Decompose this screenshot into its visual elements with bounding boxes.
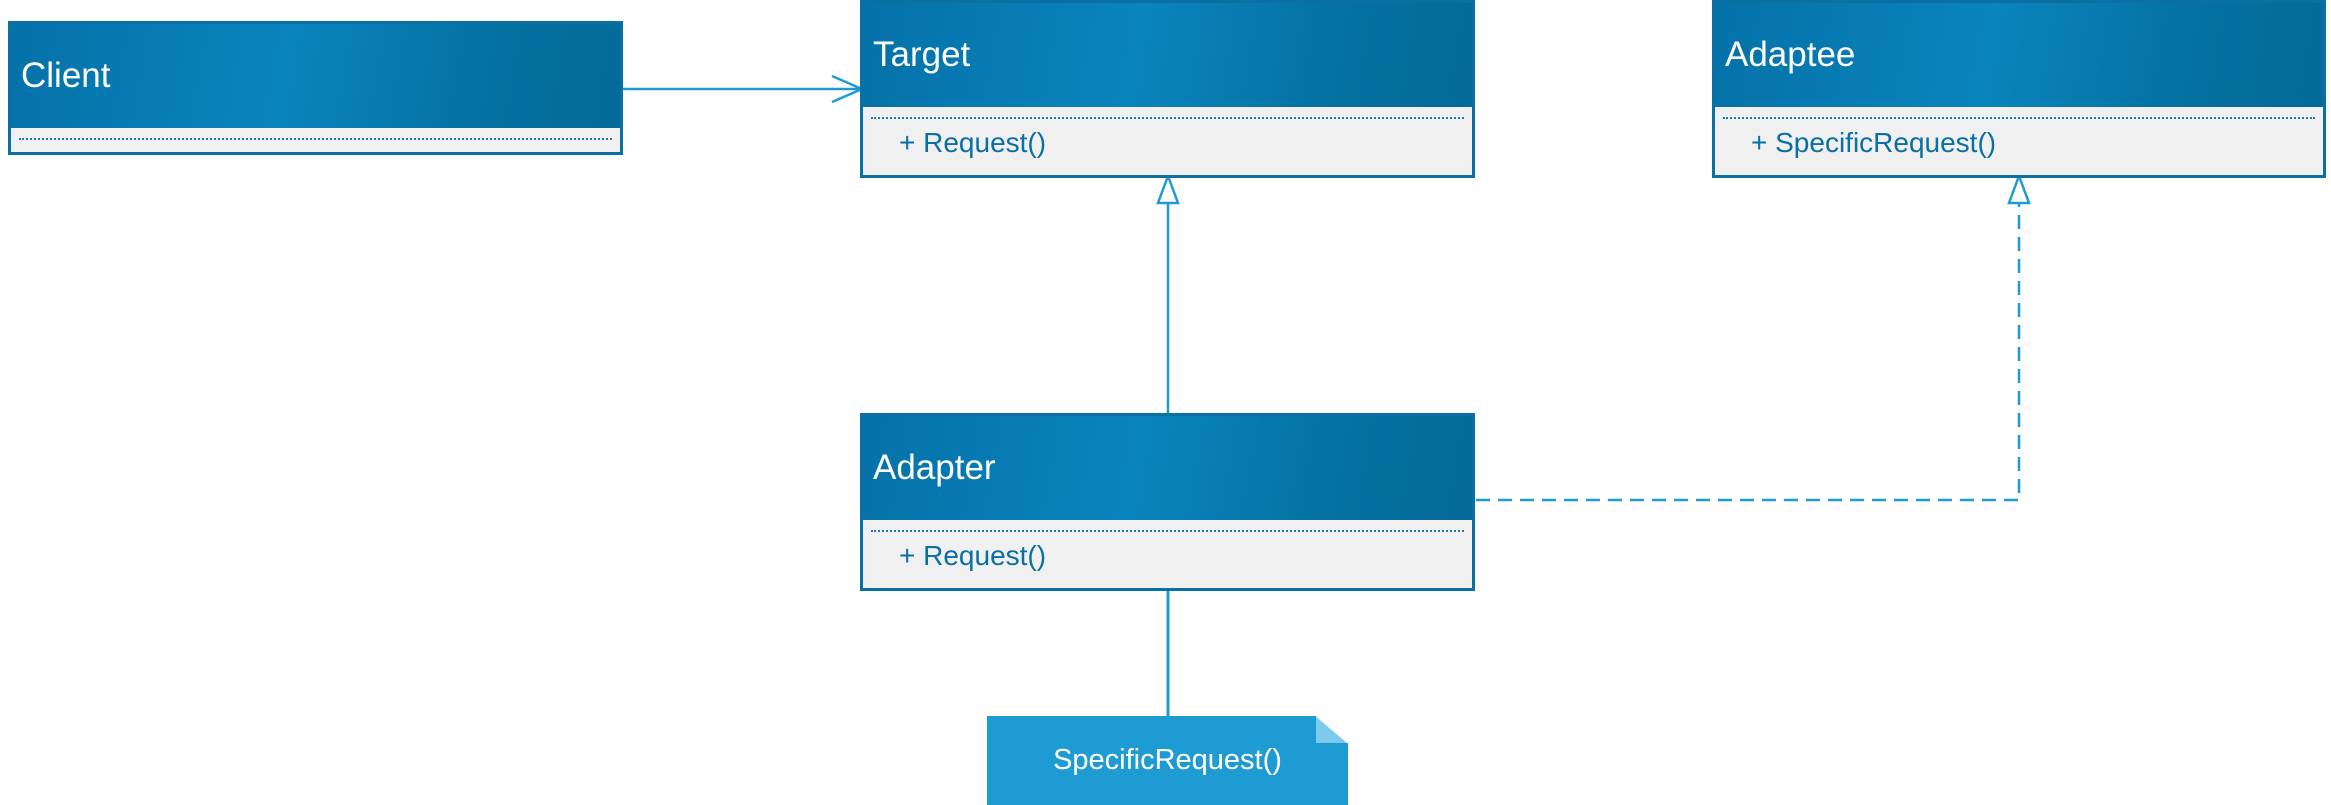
realization-adapter-adaptee: [1476, 203, 2021, 502]
note-fold-corner: [1315, 716, 1348, 744]
class-adaptee-body: + SpecificRequest(): [1715, 107, 2323, 175]
class-target-header: Target: [863, 3, 1472, 107]
compartment-separator: [871, 117, 1464, 119]
class-adapter[interactable]: Adapter + Request(): [860, 413, 1475, 591]
class-client-body: [11, 128, 620, 152]
class-target-body: + Request(): [863, 107, 1472, 175]
class-adaptee[interactable]: Adaptee + SpecificRequest(): [1712, 0, 2326, 178]
class-target[interactable]: Target + Request(): [860, 0, 1475, 178]
class-adaptee-operation: + SpecificRequest(): [1751, 127, 1997, 158]
compartment-separator: [1723, 117, 2315, 119]
class-adaptee-name: Adaptee: [1725, 35, 1856, 74]
note-specific-request[interactable]: SpecificRequest(): [987, 716, 1348, 805]
realization-arrowhead: [2007, 172, 2031, 205]
class-target-name: Target: [873, 35, 971, 74]
compartment-separator: [871, 530, 1464, 532]
class-adapter-header: Adapter: [863, 416, 1472, 520]
class-client-header: Client: [11, 24, 620, 128]
compartment-separator: [19, 138, 612, 140]
class-adapter-body: + Request(): [863, 520, 1472, 588]
generalization-arrowhead: [1156, 172, 1180, 205]
class-client-name: Client: [21, 56, 111, 95]
class-adapter-operation: + Request(): [899, 540, 1047, 571]
class-adaptee-header: Adaptee: [1715, 3, 2323, 107]
class-adapter-name: Adapter: [873, 448, 996, 487]
class-client[interactable]: Client: [8, 21, 623, 155]
class-target-operation: + Request(): [899, 127, 1047, 158]
note-text: SpecificRequest(): [1053, 744, 1282, 776]
